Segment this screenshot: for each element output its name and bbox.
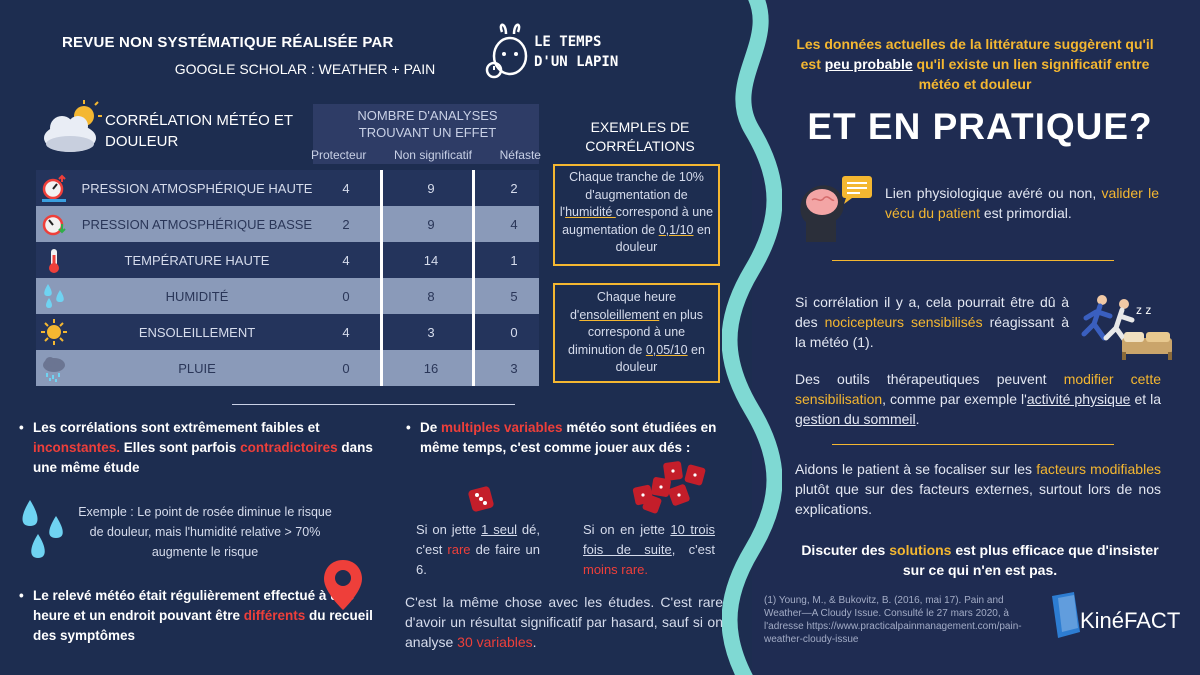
table-row: PLUIE 0 16 3 (36, 350, 539, 386)
dice-single-text: Si on jette 1 seul dé, c'est rare de fai… (416, 522, 541, 577)
pressure-low-icon (42, 214, 66, 236)
studies-conclusion: C'est la même chose avec les études. C'e… (405, 594, 723, 650)
brain-speech-icon (800, 176, 872, 242)
right-divider (832, 260, 1114, 261)
single-dice-icon (468, 486, 494, 512)
table-title: CORRÉLATION MÉTÉO ET DOULEUR (105, 112, 293, 150)
example-box-sunshine: Chaque heure d'ensoleillement en plus co… (553, 283, 720, 383)
table-row: PRESSION ATMOSPHÉRIQUE BASSE 2 9 4 (36, 206, 539, 242)
reference-citation: (1) Young, M., & Bukovitz, B. (2016, mai… (764, 595, 1022, 645)
table-row: ENSOLEILLEMENT 4 3 0 (36, 314, 539, 350)
table-divider (472, 170, 475, 386)
column-header-protecteur: Protecteur (311, 148, 367, 162)
validate-experience: Lien physiologique avéré ou non, valider… (885, 185, 1159, 221)
table-row: HUMIDITÉ 0 8 5 (36, 278, 539, 314)
literature-summary: Les données actuelles de la littérature … (796, 36, 1154, 92)
practice-title: ET EN PRATIQUE? (807, 106, 1153, 147)
wave-divider (722, 0, 782, 675)
table-divider (380, 170, 383, 386)
rabbit-clock-logo-icon (485, 23, 528, 79)
therapeutic-tools-text: Des outils thérapeutiques peuvent modifi… (795, 371, 1161, 427)
thermometer-icon (49, 249, 59, 273)
water-drops-icon (22, 500, 63, 558)
dice-multiple-text: Si on en jette 10 trois fois de suite, c… (583, 522, 715, 577)
svg-text:z z: z z (1136, 303, 1151, 317)
table-row: PRESSION ATMOSPHÉRIQUE HAUTE 4 9 2 (36, 170, 539, 206)
table-group-header: NOMBRE D'ANALYSES TROUVANT UN EFFET (357, 108, 498, 140)
column-header-nefaste: Néfaste (499, 148, 541, 162)
column-header-non-significatif: Non significatif (393, 148, 473, 162)
runner-sleep-icon: z z (1081, 295, 1172, 360)
table-row: TEMPÉRATURE HAUTE 4 14 1 (36, 242, 539, 278)
pressure-high-icon (42, 174, 66, 202)
right-divider (832, 444, 1114, 445)
kinefact-book-icon (1052, 592, 1080, 638)
logo-text: LE TEMPS D'UN LAPIN (534, 34, 619, 70)
example-dew-point: Exemple : Le point de rosée diminue le r… (78, 505, 332, 559)
bullet-multiple-variables: •De multiples variables météo sont étudi… (406, 420, 717, 455)
table-group-header-bg (313, 104, 539, 164)
kinefact-logo: KinéFACT (1080, 608, 1181, 633)
section-divider (232, 404, 515, 405)
water-drops-icon (44, 284, 64, 308)
table-column-headers: Protecteur Non significatif Néfaste (311, 148, 541, 162)
rain-cloud-icon (43, 357, 65, 382)
many-dice-icon (632, 461, 706, 514)
header-subtitle: GOOGLE SCHOLAR : WEATHER + PAIN (174, 61, 436, 77)
example-box-humidity: Chaque tranche de 10% d'augmentation de … (553, 164, 720, 266)
sun-cloud-icon (44, 100, 102, 152)
nociceptors-text: Si corrélation il y a, cela pourrait êtr… (795, 294, 1069, 350)
solutions-text: Discuter des solutions est plus efficace… (801, 542, 1159, 578)
examples-title: EXEMPLES DE CORRÉLATIONS (585, 119, 695, 154)
correlation-table: PRESSION ATMOSPHÉRIQUE HAUTE 4 9 2 PRESS… (36, 170, 539, 386)
bullet-measurement: •Le relevé météo était régulièrement eff… (19, 588, 373, 643)
modifiable-factors-text: Aidons le patient à se focaliser sur les… (795, 461, 1161, 517)
bullet-weak-correlations: •Les corrélations sont extrêmement faibl… (19, 420, 373, 475)
location-pin-icon (324, 560, 362, 610)
header-title: REVUE NON SYSTÉMATIQUE RÉALISÉE PAR (62, 34, 394, 51)
sun-icon (41, 319, 67, 345)
